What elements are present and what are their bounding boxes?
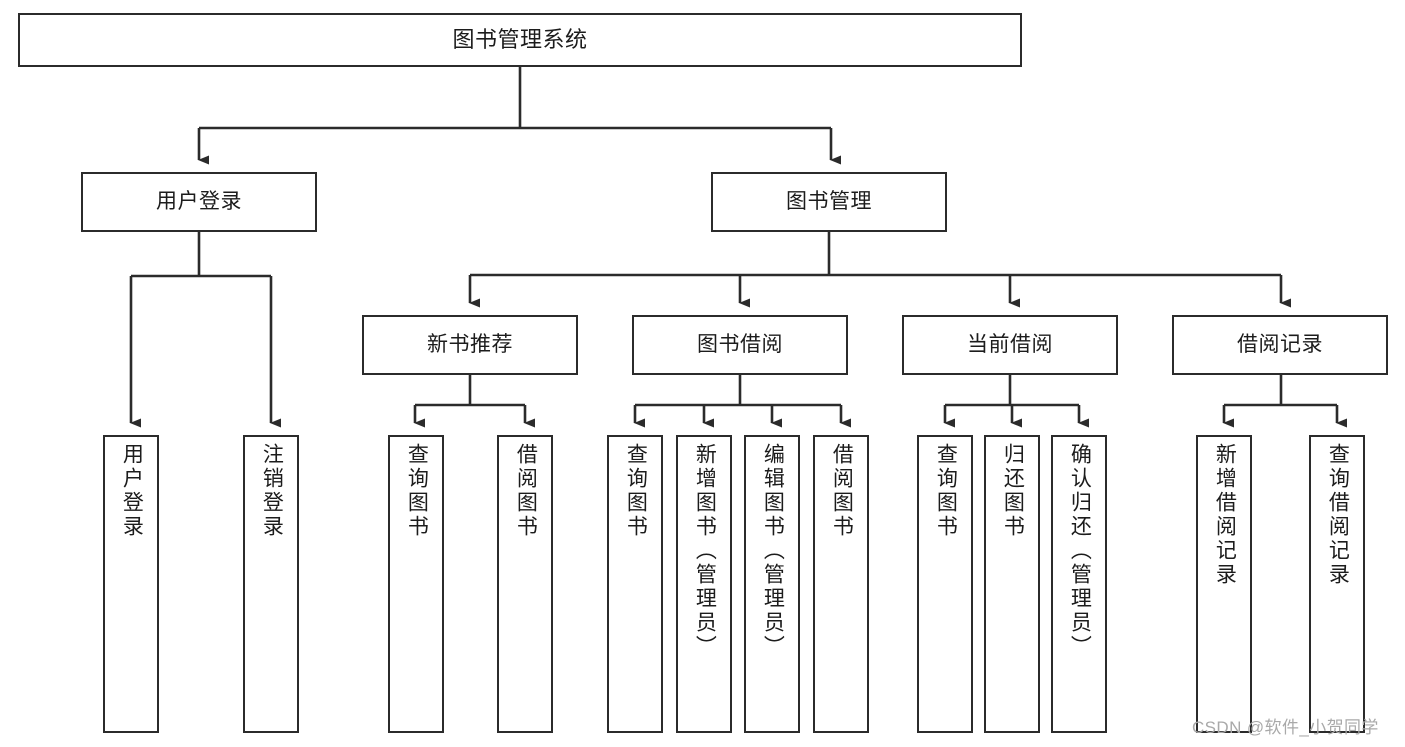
node-label: 图书借阅 <box>697 332 783 356</box>
node-new-book-recommend[interactable]: 新书推荐 <box>362 315 578 375</box>
csdn-watermark: CSDN @软件_小贺同学 <box>1192 718 1379 737</box>
node-label: 图书管理系统 <box>452 27 588 53</box>
node-label: 查询图书 <box>934 443 958 539</box>
node-label: 新增借阅记录 <box>1213 443 1237 587</box>
leaf-return-book[interactable]: 归还图书 <box>984 435 1040 733</box>
node-label: 查询图书 <box>624 443 648 539</box>
node-book-borrow[interactable]: 图书借阅 <box>632 315 848 375</box>
leaf-add-book[interactable]: 新增图书（管理员） <box>676 435 732 733</box>
node-user-login[interactable]: 用户登录 <box>81 172 317 232</box>
leaf-borrow-book-1[interactable]: 借阅图书 <box>497 435 553 733</box>
node-label: 编辑图书（管理员） <box>761 443 785 659</box>
node-label: 注销登录 <box>260 443 284 539</box>
node-label: 借阅记录 <box>1237 332 1323 356</box>
leaf-query-book-1[interactable]: 查询图书 <box>388 435 444 733</box>
node-label: 归还图书 <box>1001 443 1025 539</box>
node-root-system[interactable]: 图书管理系统 <box>18 13 1022 67</box>
leaf-query-book-2[interactable]: 查询图书 <box>607 435 663 733</box>
node-label: 用户登录 <box>156 189 242 213</box>
node-borrow-record[interactable]: 借阅记录 <box>1172 315 1388 375</box>
node-label: 查询图书 <box>405 443 429 539</box>
node-label: 当前借阅 <box>967 332 1053 356</box>
node-label: 用户登录 <box>120 443 144 539</box>
node-book-management[interactable]: 图书管理 <box>711 172 947 232</box>
node-label: 新增图书（管理员） <box>693 443 717 659</box>
node-label: 借阅图书 <box>514 443 538 539</box>
leaf-query-borrow-record[interactable]: 查询借阅记录 <box>1309 435 1365 733</box>
node-current-borrow[interactable]: 当前借阅 <box>902 315 1118 375</box>
leaf-user-login[interactable]: 用户登录 <box>103 435 159 733</box>
node-label: 新书推荐 <box>427 332 513 356</box>
leaf-confirm-return[interactable]: 确认归还（管理员） <box>1051 435 1107 733</box>
leaf-logout-login[interactable]: 注销登录 <box>243 435 299 733</box>
leaf-borrow-book-2[interactable]: 借阅图书 <box>813 435 869 733</box>
leaf-edit-book[interactable]: 编辑图书（管理员） <box>744 435 800 733</box>
leaf-query-book-3[interactable]: 查询图书 <box>917 435 973 733</box>
node-label: 图书管理 <box>786 189 872 213</box>
leaf-add-borrow-record[interactable]: 新增借阅记录 <box>1196 435 1252 733</box>
node-label: 确认归还（管理员） <box>1068 443 1092 659</box>
node-label: 借阅图书 <box>830 443 854 539</box>
node-label: 查询借阅记录 <box>1326 443 1350 587</box>
